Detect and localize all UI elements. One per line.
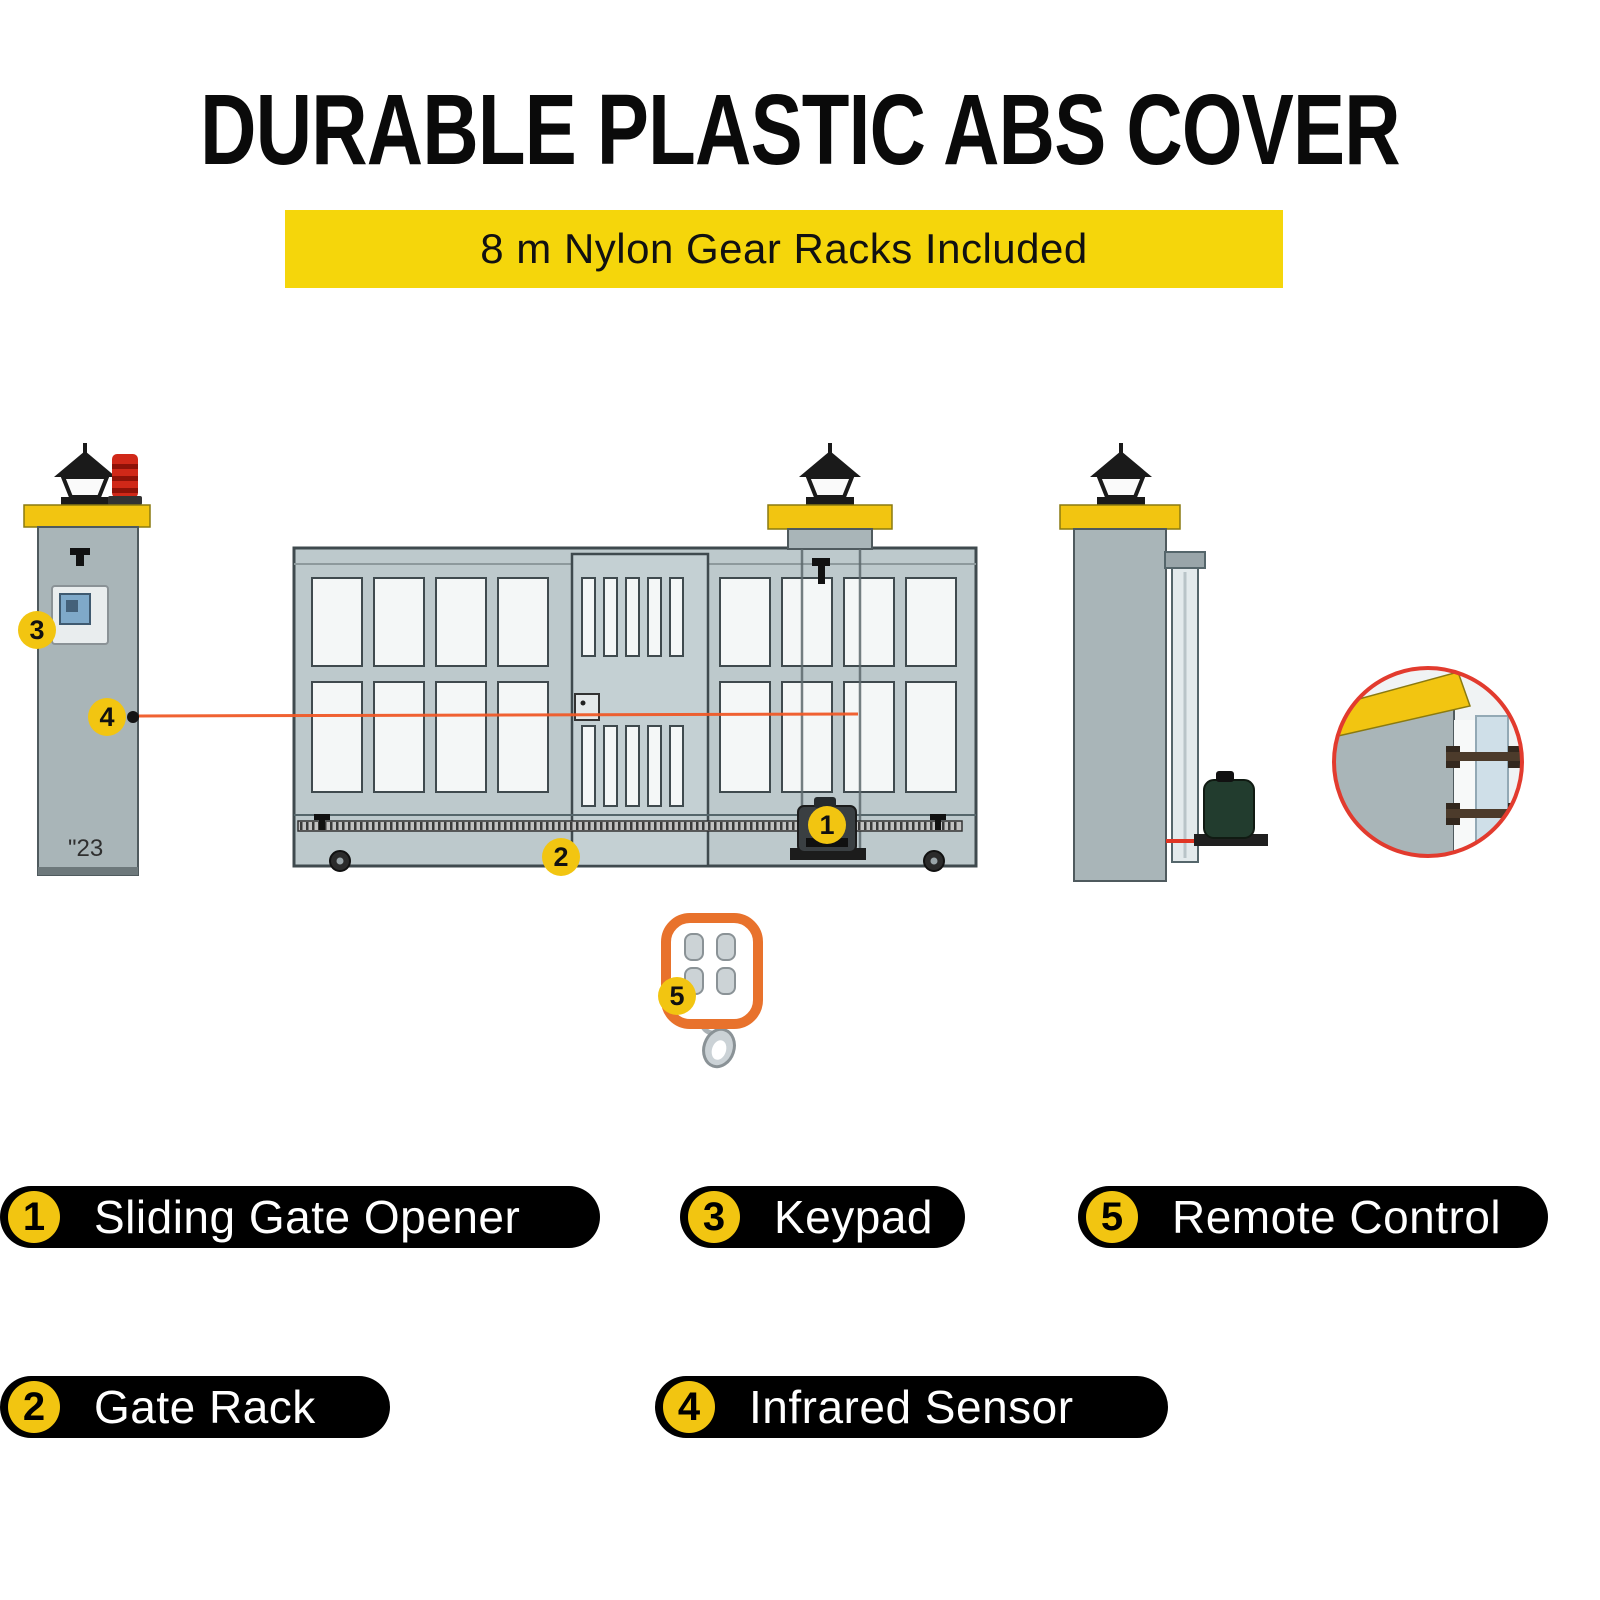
callout-2: 2 (542, 838, 580, 876)
zoom-detail (1332, 666, 1524, 858)
legend-label-4: Infrared Sensor (749, 1381, 1074, 1433)
sliding-gate (292, 546, 978, 868)
legend-item-gate-rack: 2 Gate Rack (0, 1376, 390, 1438)
right-pillar (1059, 441, 1181, 882)
legend-label-3: Keypad (774, 1191, 934, 1243)
legend-num-3: 3 (688, 1191, 740, 1243)
gate-wheels (329, 850, 945, 872)
legend-item-sliding-gate-opener: 1 Sliding Gate Opener (0, 1186, 600, 1248)
legend-label-5: Remote Control (1172, 1191, 1502, 1243)
callout-4: 4 (88, 698, 126, 736)
legend-num-2: 2 (8, 1381, 60, 1433)
legend-item-infrared-sensor: 4 Infrared Sensor (655, 1376, 1168, 1438)
callout-5: 5 (658, 977, 696, 1015)
legend-num-1: 1 (8, 1191, 60, 1243)
callout-3: 3 (18, 611, 56, 649)
gear-rack (297, 814, 963, 832)
infrared-beam (138, 712, 859, 718)
left-pillar (23, 441, 151, 876)
legend-num-5: 5 (1086, 1191, 1138, 1243)
alarm-light-icon (108, 454, 142, 505)
page-title: DURABLE PLASTIC ABS COVER (200, 74, 1400, 186)
pillar-mark: "23 (68, 835, 104, 862)
legend-label-1: Sliding Gate Opener (94, 1191, 521, 1243)
infrared-sensor-device (127, 711, 139, 723)
right-motor (1166, 771, 1268, 846)
callout-1: 1 (808, 806, 846, 844)
subtitle-banner: 8 m Nylon Gear Racks Included (285, 210, 1283, 288)
keypad-device (51, 585, 109, 645)
gate-illustration (23, 441, 1524, 1069)
lamp-icon (1088, 441, 1154, 507)
open-gate-edge (1164, 551, 1206, 863)
legend-item-keypad: 3 Keypad (680, 1186, 965, 1248)
legend-num-4: 4 (663, 1381, 715, 1433)
lamp-icon (797, 441, 863, 507)
legend-item-remote-control: 5 Remote Control (1078, 1186, 1548, 1248)
lamp-icon (52, 441, 118, 507)
subtitle-text: 8 m Nylon Gear Racks Included (480, 225, 1088, 272)
legend-label-2: Gate Rack (94, 1381, 316, 1433)
